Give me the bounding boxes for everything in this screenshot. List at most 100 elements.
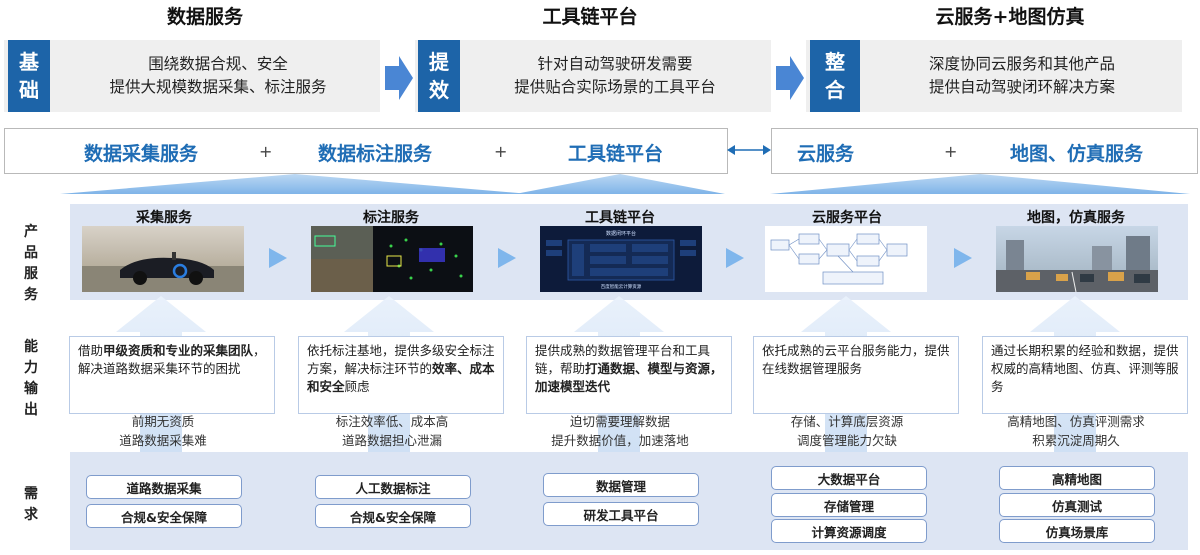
pain-line: 积累沉淀周期久 <box>1032 433 1120 448</box>
toolchain-screenshot: 数据闭环平台 百度智能云计算资源 <box>540 226 702 292</box>
pain-point: 标注效率低、成本高 道路数据担心泄漏 <box>298 412 486 450</box>
demand-chip: 数据管理 <box>543 473 699 497</box>
spread-triangle <box>770 174 1190 194</box>
row-label-char: 力 <box>24 360 38 376</box>
row-label-demand: 需 求 <box>22 484 40 526</box>
pillar-tag-char: 础 <box>19 78 39 102</box>
capability-box: 依托成熟的云平台服务能力，提供在线数据管理服务 <box>753 336 959 414</box>
capability-text: 借助 <box>78 343 104 358</box>
capability-text: 顾虑 <box>344 379 370 394</box>
pillar-tag-char: 提 <box>429 50 449 74</box>
demand-chip: 合规&安全保障 <box>315 504 471 528</box>
row-label-char: 求 <box>24 507 38 523</box>
product-title: 云服务平台 <box>812 210 882 226</box>
service-toolchain: 工具链平台 <box>568 143 664 165</box>
pain-line: 前期无资质 <box>131 414 195 429</box>
pain-line: 存储、计算底层资源 <box>790 414 904 429</box>
row-label-char: 服 <box>24 266 38 282</box>
small-right-arrow-icon <box>498 248 516 268</box>
double-arrow-icon <box>727 145 771 155</box>
cloud-platform-diagram <box>765 226 927 292</box>
plus-sign: + <box>494 142 508 161</box>
capability-text: 依托成熟的云平台服务能力，提供在线数据管理服务 <box>762 343 950 376</box>
column-title-cloud-sim: 云服务+地图仿真 <box>935 6 1085 28</box>
demand-chip: 仿真测试 <box>999 493 1155 517</box>
row-label-char: 品 <box>24 245 38 261</box>
pillar-efficiency-text: 针对自动驾驶研发需要 提供贴合实际场景的工具平台 <box>462 40 768 112</box>
capability-box: 通过长期积累的经验和数据，提供权威的高精地图、仿真、评测等服务 <box>982 336 1188 414</box>
pain-line: 道路数据担心泄漏 <box>341 433 442 448</box>
pain-line: 调度管理能力欠缺 <box>796 433 897 448</box>
capability-box: 借助甲级资质和专业的采集团队，解决道路数据采集环节的困扰 <box>69 336 275 414</box>
small-right-arrow-icon <box>726 248 744 268</box>
service-bar-right <box>771 128 1198 174</box>
demand-chip: 大数据平台 <box>771 466 927 490</box>
service-collect: 数据采集服务 <box>84 143 199 165</box>
pillar-integration-text: 深度协同云服务和其他产品 提供自动驾驶闭环解决方案 <box>864 40 1180 112</box>
capability-highlight: 效率、成本和安全 <box>307 361 495 394</box>
map-simulation-image <box>996 226 1158 292</box>
annotation-image <box>311 226 473 292</box>
demand-chip: 存储管理 <box>771 493 927 517</box>
column-title-data-service: 数据服务 <box>166 6 243 28</box>
column-title-toolchain: 工具链平台 <box>542 6 638 28</box>
row-label-char: 需 <box>24 486 38 502</box>
demand-chip: 高精地图 <box>999 466 1155 490</box>
service-cloud: 云服务 <box>797 143 855 165</box>
pillar-line: 深度协同云服务和其他产品 <box>928 55 1115 73</box>
product-title: 工具链平台 <box>585 210 655 226</box>
product-title: 采集服务 <box>136 210 192 226</box>
pillar-line: 提供大规模数据采集、标注服务 <box>109 78 327 96</box>
row-label-product: 产 品 服 务 <box>22 222 40 306</box>
pillar-line: 提供自动驾驶闭环解决方案 <box>928 78 1115 96</box>
capability-highlight: 甲级资质和专业的采集团队 <box>103 343 254 358</box>
pain-line: 道路数据采集难 <box>119 433 207 448</box>
demand-chip: 仿真场景库 <box>999 519 1155 543</box>
pain-line: 提升数据价值，加速落地 <box>551 433 689 448</box>
product-title: 地图，仿真服务 <box>1027 210 1125 226</box>
toolchain-thumb-footer: 百度智能云计算资源 <box>601 283 642 290</box>
capability-highlight: 打通数据、模型与资源，加速模型迭代 <box>535 361 723 394</box>
pillar-integration <box>806 40 1182 112</box>
demand-chip: 人工数据标注 <box>315 475 471 499</box>
plus-sign: + <box>259 142 273 161</box>
row-label-capability: 能 力 输 出 <box>22 337 40 421</box>
capability-box: 提供成熟的数据管理平台和工具链，帮助打通数据、模型与资源，加速模型迭代 <box>526 336 732 414</box>
capability-text: ，解决道路数据采集环节的困扰 <box>78 343 266 376</box>
pain-line: 高精地图、仿真评测需求 <box>1007 414 1145 429</box>
pain-point: 存储、计算底层资源 调度管理能力欠缺 <box>753 412 941 450</box>
pain-line: 标注效率低、成本高 <box>335 414 449 429</box>
pillar-efficiency <box>415 40 771 112</box>
right-arrow-icon <box>385 56 413 100</box>
collection-car-image <box>82 226 244 292</box>
plus-sign: + <box>944 142 958 161</box>
toolchain-thumb-header: 数据闭环平台 <box>606 230 636 237</box>
pillar-line: 提供贴合实际场景的工具平台 <box>514 78 716 96</box>
pillar-tag-char: 效 <box>429 78 449 102</box>
product-title: 标注服务 <box>363 210 419 226</box>
pillar-line: 围绕数据合规、安全 <box>148 55 288 73</box>
service-annotate: 数据标注服务 <box>318 143 433 165</box>
pillar-line: 针对自动驾驶研发需要 <box>537 55 693 73</box>
demand-chip: 合规&安全保障 <box>86 504 242 528</box>
row-label-char: 产 <box>24 224 38 240</box>
pain-point: 前期无资质 道路数据采集难 <box>69 412 257 450</box>
pillar-efficiency-tag: 提 效 <box>418 40 460 112</box>
pain-point: 迫切需要理解数据 提升数据价值，加速落地 <box>526 412 714 450</box>
spread-triangle <box>515 174 725 194</box>
row-label-char: 输 <box>24 381 38 397</box>
service-bar-left <box>4 128 728 174</box>
demand-chip: 道路数据采集 <box>86 475 242 499</box>
small-right-arrow-icon <box>269 248 287 268</box>
pain-point: 高精地图、仿真评测需求 积累沉淀周期久 <box>982 412 1170 450</box>
pillar-tag-char: 基 <box>19 50 39 74</box>
capability-text: 提供成熟的数据管理平台和工具链，帮助 <box>535 343 711 376</box>
service-map-sim: 地图、仿真服务 <box>1010 143 1144 165</box>
capability-text: 依托标注基地，提供多级安全标注方案，解决标注环节的 <box>307 343 495 376</box>
pillar-tag-char: 整 <box>825 50 845 74</box>
pillar-integration-tag: 整 合 <box>810 40 860 112</box>
pillar-foundation <box>4 40 380 112</box>
row-label-char: 能 <box>24 339 38 355</box>
small-right-arrow-icon <box>954 248 972 268</box>
pillar-tag-char: 合 <box>825 78 845 102</box>
